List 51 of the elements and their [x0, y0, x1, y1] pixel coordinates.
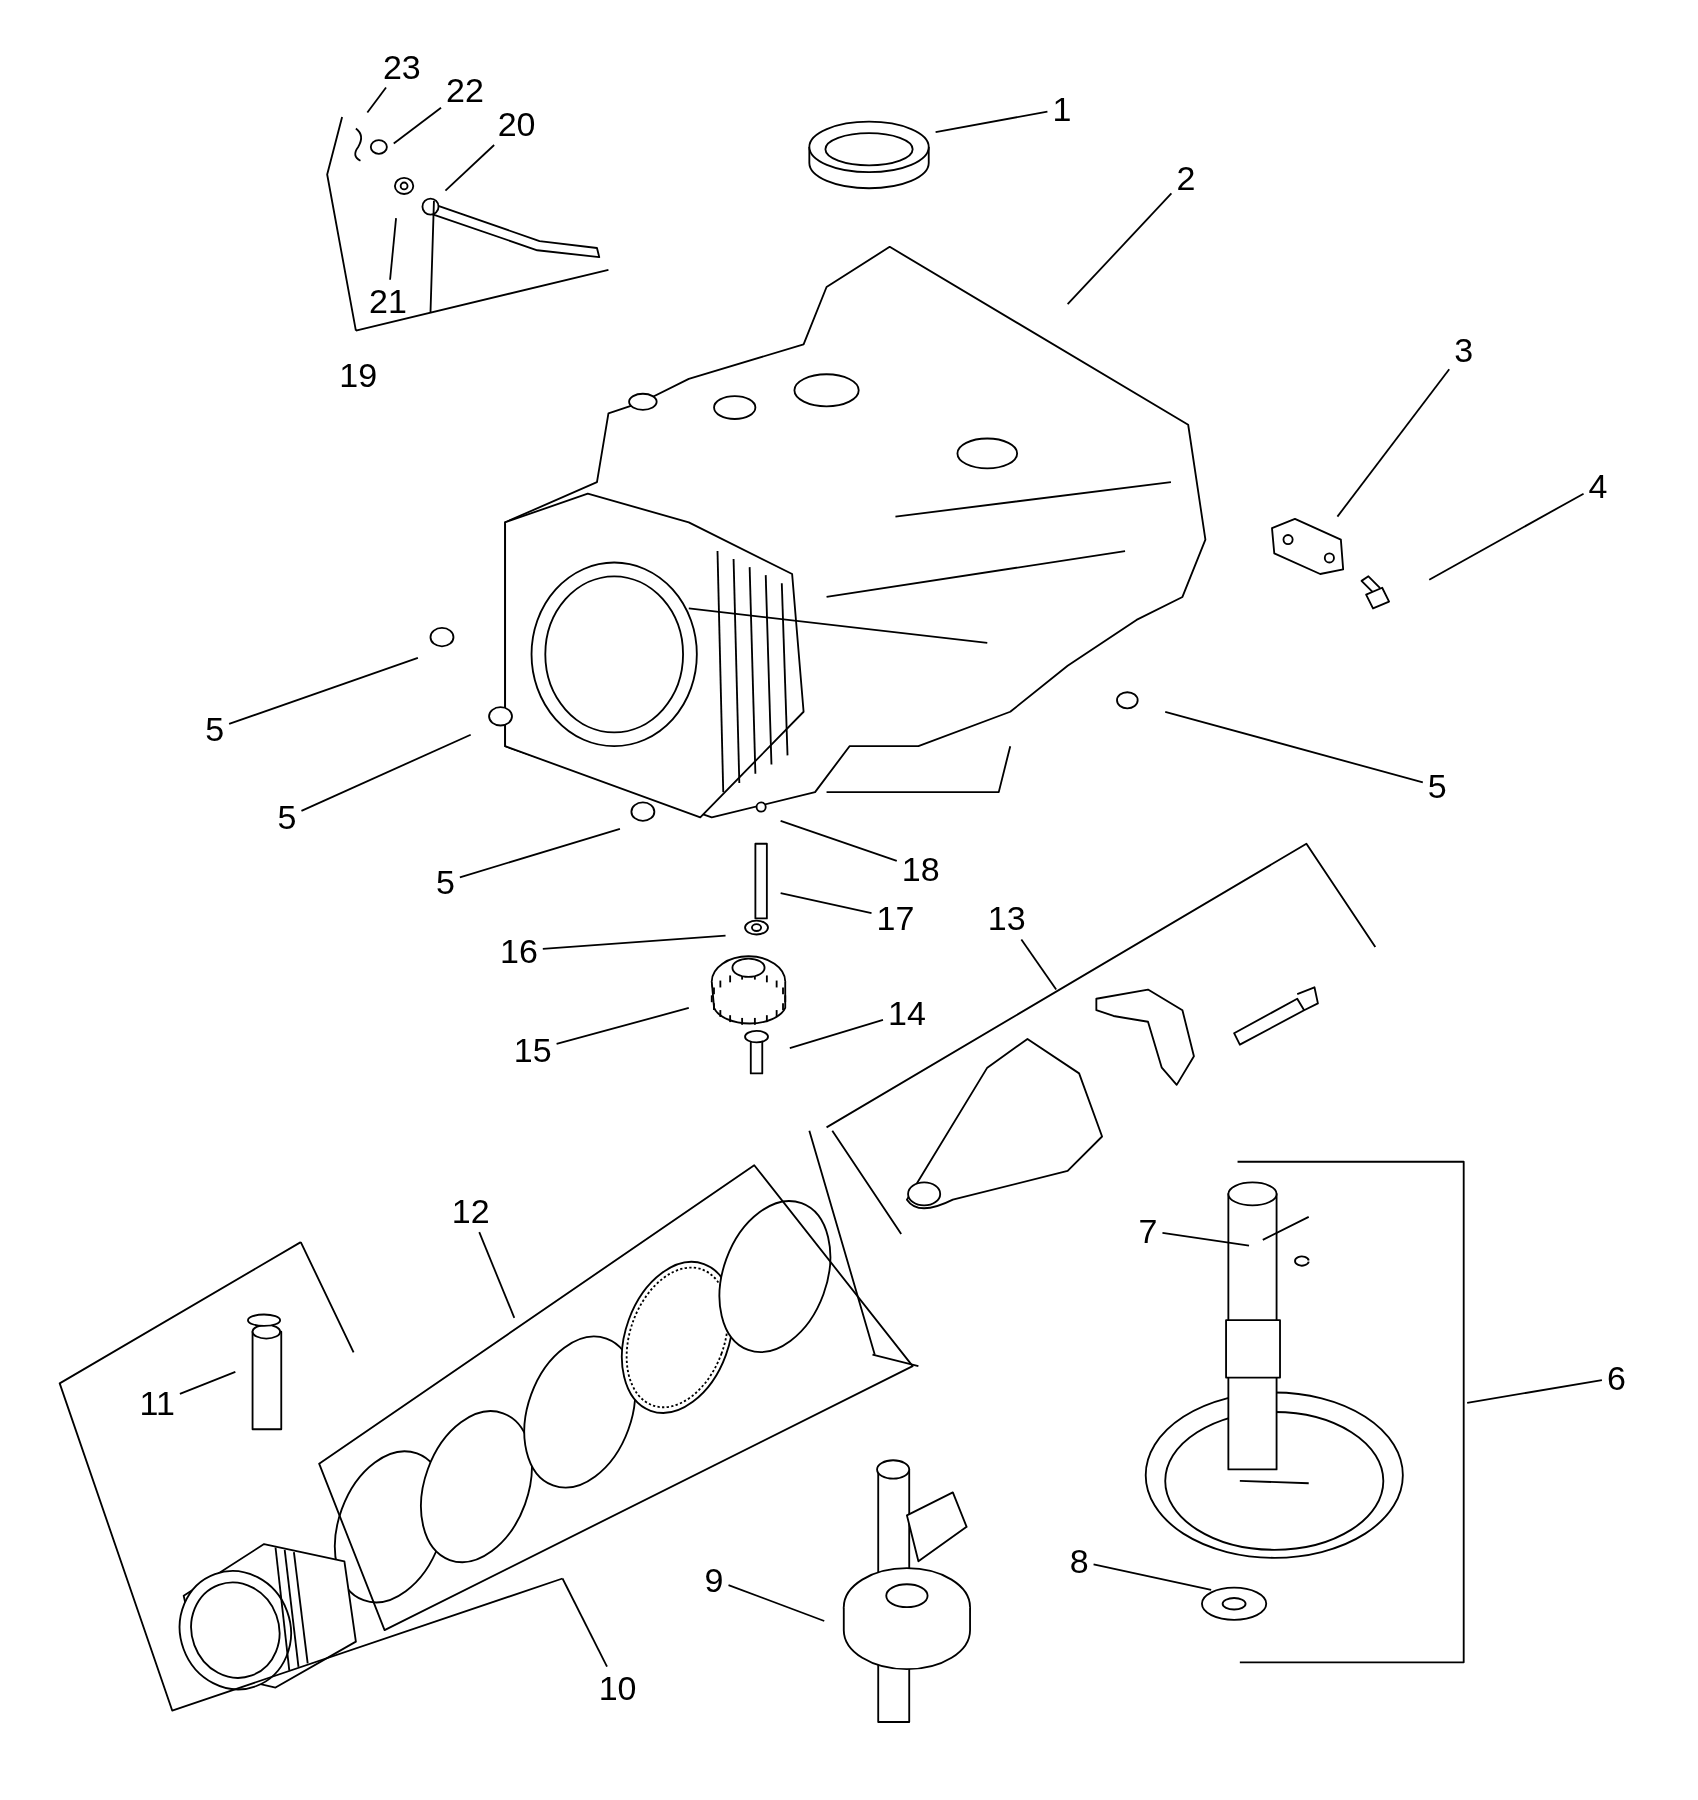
leader-line	[727, 1584, 826, 1622]
leader-line	[779, 819, 898, 862]
leader-line	[1428, 492, 1585, 581]
leader-line	[1466, 1379, 1603, 1404]
callout-number: 12	[449, 1193, 492, 1230]
callout-number: 13	[985, 900, 1028, 937]
callout-number: 23	[380, 48, 423, 85]
leader-line	[389, 217, 397, 281]
callout-number: 5	[203, 710, 227, 747]
callout-number: 7	[1136, 1212, 1160, 1249]
leader-line	[444, 144, 496, 192]
callout-number: 4	[1586, 467, 1610, 504]
leader-line	[555, 1007, 690, 1045]
callout-number: 11	[137, 1384, 177, 1421]
leader-line	[788, 1018, 884, 1049]
leader-line	[179, 1370, 237, 1395]
leader-line	[478, 1231, 516, 1319]
callout-number: 20	[495, 105, 538, 142]
leader-line	[779, 892, 873, 915]
callout-number: 8	[1067, 1543, 1091, 1580]
leader-line	[934, 110, 1049, 133]
leader-line	[1161, 1231, 1250, 1247]
leader-line	[1020, 938, 1058, 991]
leader-line	[1066, 192, 1173, 306]
callout-number: 3	[1452, 332, 1476, 369]
leader-line	[228, 656, 419, 725]
callout-number: 21	[367, 282, 409, 319]
callout-number: 15	[511, 1032, 554, 1069]
callout-number: 6	[1604, 1359, 1628, 1396]
callout-number: 17	[874, 900, 917, 937]
callout-number: 16	[498, 932, 540, 969]
leader-line	[561, 1577, 608, 1668]
callout-number: 18	[899, 851, 942, 888]
leader-line	[300, 733, 472, 812]
callout-number: 10	[596, 1669, 639, 1706]
callout-number: 14	[886, 994, 928, 1031]
leader-line	[1164, 710, 1424, 784]
callout-number: 2	[1174, 159, 1198, 196]
callout-number: 22	[444, 71, 486, 108]
leader-line	[541, 934, 727, 950]
callout-number: 1	[1050, 91, 1074, 128]
callout-number: 5	[1425, 768, 1449, 805]
callout-number: 19	[338, 357, 379, 394]
leader-line	[1336, 368, 1451, 518]
callout-number: 9	[702, 1561, 726, 1598]
leader-line	[392, 106, 442, 145]
callout-number: 5	[275, 799, 299, 836]
leader-line	[1092, 1563, 1213, 1591]
leader-line	[459, 827, 621, 879]
callout-number: 5	[433, 863, 457, 900]
leader-line	[366, 86, 387, 114]
